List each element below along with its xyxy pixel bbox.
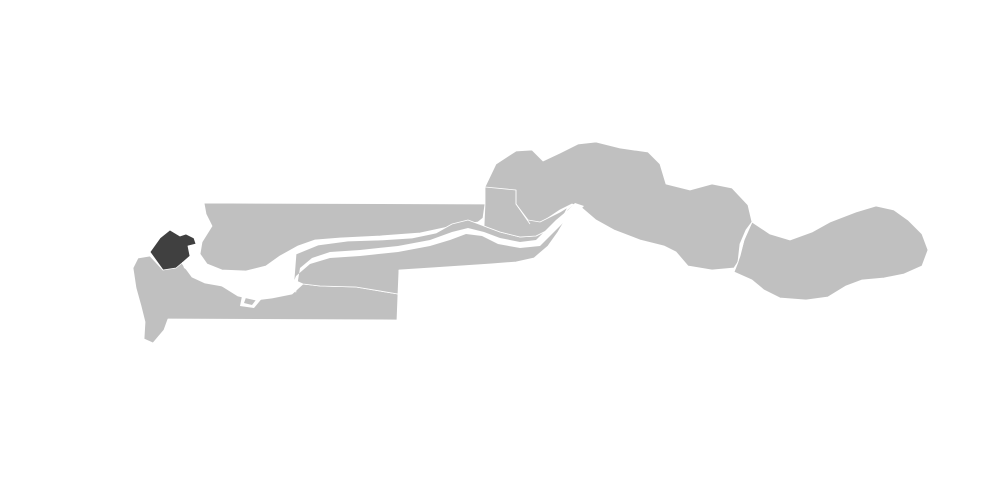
region-banjul-area[interactable]: [149, 229, 197, 271]
boundary-line: [515, 190, 531, 225]
region-upper-river[interactable]: [733, 205, 929, 301]
gambia-river: [182, 203, 584, 308]
boundary-line: [733, 221, 753, 273]
region-central-river-north[interactable]: [484, 141, 753, 271]
region-lower-river[interactable]: [293, 202, 576, 295]
